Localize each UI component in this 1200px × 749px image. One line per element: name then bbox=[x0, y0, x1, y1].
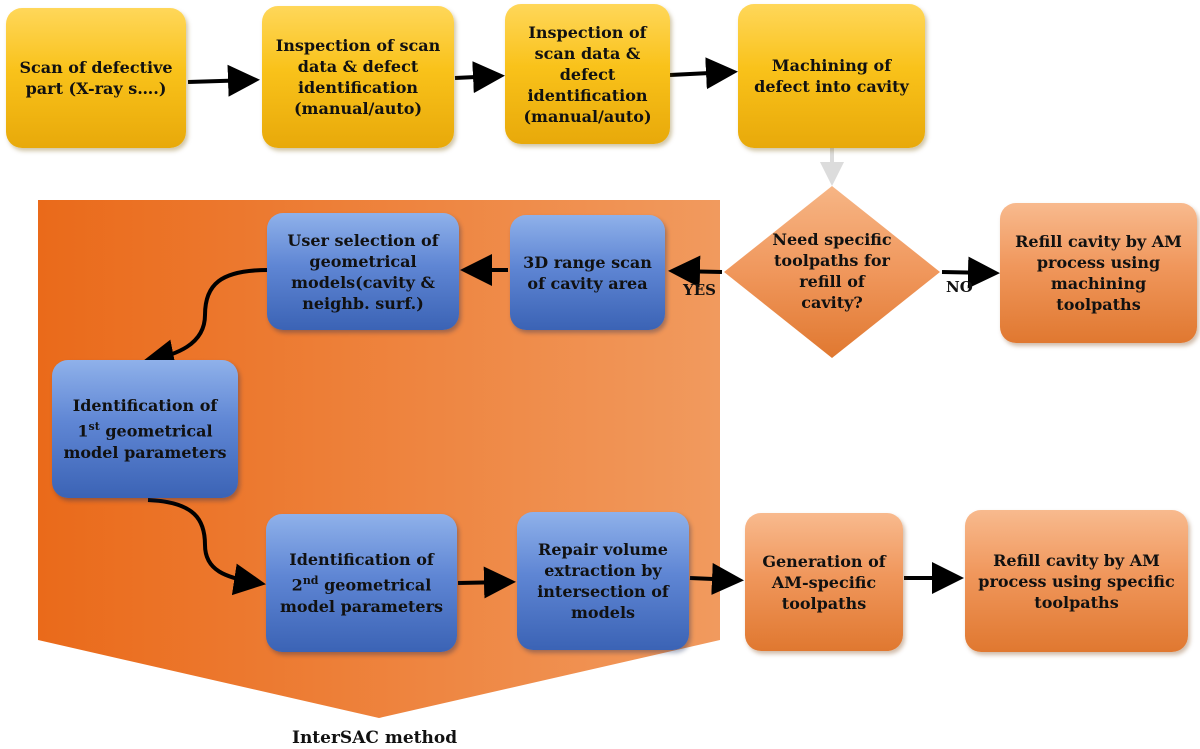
generation-box: Generation of AM-specific toolpaths bbox=[745, 513, 903, 651]
range-scan-label: 3D range scan of cavity area bbox=[523, 252, 652, 293]
arrow-scan-to-inspect1 bbox=[187, 64, 260, 97]
arrow-no bbox=[941, 256, 1000, 289]
scan-label: Scan of defective part (X-ray s….) bbox=[19, 58, 173, 98]
arrow-id2-to-repair bbox=[457, 566, 516, 599]
user-selection-box: User selection of geometrical models(cav… bbox=[267, 213, 459, 330]
scan-box: Scan of defective part (X-ray s….) bbox=[6, 8, 186, 148]
arrow-inspect2-to-machining bbox=[669, 57, 738, 90]
range-scan-box: 3D range scan of cavity area bbox=[510, 215, 665, 330]
refill-machining-label: Refill cavity by AM process using machin… bbox=[1015, 232, 1182, 314]
decision-question: Need specific toolpaths for refill of ca… bbox=[772, 230, 892, 312]
refill-specific-box: Refill cavity by AM process using specif… bbox=[965, 510, 1188, 652]
refill-machining-box: Refill cavity by AM process using machin… bbox=[1000, 203, 1197, 343]
identification-2-label: Identification of 2nd geometrical model … bbox=[279, 550, 444, 616]
inspection-box-2: Inspection of scan data & defect identif… bbox=[505, 4, 670, 144]
refill-specific-label: Refill cavity by AM process using specif… bbox=[978, 550, 1175, 612]
inspection-label-2: Inspection of scan data & defect identif… bbox=[523, 22, 652, 126]
arrow-selection-to-id1 bbox=[142, 268, 269, 371]
inspection-label-1: Inspection of scan data & defect identif… bbox=[275, 36, 441, 118]
machining-box: Machining of defect into cavity bbox=[738, 4, 925, 148]
no-label: NO bbox=[946, 278, 973, 296]
machining-label: Machining of defect into cavity bbox=[754, 56, 909, 96]
arrow-inspect1-to-inspect2 bbox=[454, 61, 505, 94]
identification-2-box: Identification of 2nd geometrical model … bbox=[266, 514, 457, 652]
intersac-caption: InterSAC method bbox=[292, 728, 458, 748]
identification-1-label: Identification of 1st geometrical model … bbox=[63, 396, 227, 462]
arrow-repair-to-generation bbox=[689, 562, 744, 595]
identification-1-box: Identification of 1st geometrical model … bbox=[52, 360, 238, 498]
arrow-id1-to-id2 bbox=[147, 498, 266, 596]
yes-label: YES bbox=[683, 281, 716, 299]
decision-diamond bbox=[724, 186, 940, 358]
repair-volume-label: Repair volume extraction by intersection… bbox=[537, 540, 669, 622]
arrow-yes bbox=[668, 255, 723, 288]
repair-volume-box: Repair volume extraction by intersection… bbox=[517, 512, 689, 650]
user-selection-label: User selection of geometrical models(cav… bbox=[287, 230, 439, 313]
generation-label: Generation of AM-specific toolpaths bbox=[762, 551, 886, 613]
inspection-box-1: Inspection of scan data & defect identif… bbox=[262, 6, 454, 148]
